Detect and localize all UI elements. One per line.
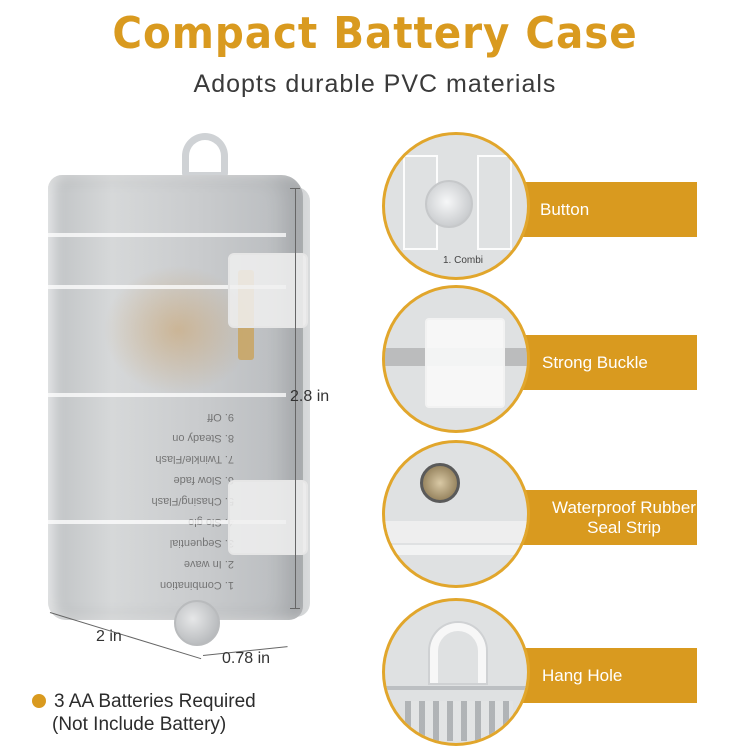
height-dimension-line [295, 188, 296, 608]
width-label: 2 in [96, 628, 122, 645]
case-cell [477, 155, 512, 250]
page-title: Compact Battery Case [112, 8, 638, 59]
hang-hole-closeup [382, 598, 530, 746]
case-ridge [48, 520, 286, 524]
feature-label: Hang Hole [542, 665, 623, 685]
battery-requirement: 3 AA Batteries Required [54, 691, 256, 712]
case-ridge [48, 233, 286, 237]
case-ridge [48, 285, 286, 289]
mode-label: 3. Sequential [169, 537, 234, 549]
mode-label: 6. Slow fade [173, 474, 234, 486]
upper-buckle [228, 253, 308, 328]
feature-hang-hole: Hang Hole [382, 598, 722, 746]
hang-hole-loop [430, 623, 486, 683]
feature-seal-strip: Waterproof Rubber Seal Strip [382, 440, 722, 588]
mode-label: 9. Off [207, 411, 234, 423]
battery-exclusion: (Not Include Battery) [52, 714, 227, 735]
bullet-dot-icon [32, 694, 46, 708]
mode-label: 2. In wave [183, 558, 234, 570]
mode-label: 8. Steady on [172, 432, 234, 444]
mode-label: 5. Chasing/Flash [151, 495, 234, 507]
button-closeup: 1. Combi [382, 132, 530, 280]
battery-rings [405, 701, 513, 741]
seal-strip-closeup [382, 440, 530, 588]
rubber-seal-strip [385, 521, 527, 543]
dimension-tick [290, 608, 300, 609]
mode-label: 1. Combination [160, 579, 234, 591]
closeup-text: 1. Combi [443, 255, 484, 266]
feature-label-line1: Waterproof Rubber [552, 497, 696, 517]
case-power-button [174, 600, 220, 646]
height-label: 2.8 in [290, 388, 330, 405]
page-subtitle: Adopts durable PVC materials [193, 70, 557, 98]
button-closeup-knob [425, 180, 473, 228]
buckle-clip [425, 318, 505, 408]
buckle-closeup [382, 285, 530, 433]
feature-label: Waterproof Rubber Seal Strip [534, 490, 714, 545]
feature-buckle: Strong Buckle [382, 285, 722, 433]
feature-label: Strong Buckle [542, 352, 648, 372]
feature-label-line2: Seal Strip [587, 517, 661, 537]
case-ridge [48, 393, 286, 397]
rubber-seal-edge [385, 545, 527, 555]
feature-label: Button [540, 199, 590, 219]
depth-label: 0.78 in [222, 650, 271, 667]
hang-loop [182, 133, 228, 179]
battery-note: 3 AA Batteries Required (Not Include Bat… [32, 690, 256, 736]
dimension-tick [290, 188, 300, 189]
case-edge [385, 686, 527, 690]
lower-buckle [228, 480, 308, 555]
mode-labels: 1. Combination 2. In wave 3. Sequential … [144, 345, 234, 595]
feature-button: Button 1. Combi [382, 132, 722, 280]
mode-label: 7. Twinkle/Flash [155, 453, 234, 465]
switch-nut [420, 463, 460, 503]
battery-case-image: 1. Combination 2. In wave 3. Sequential … [30, 125, 320, 665]
